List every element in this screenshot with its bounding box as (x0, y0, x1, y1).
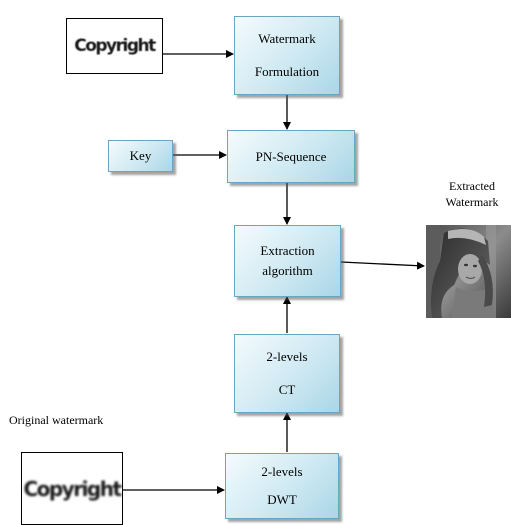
pn-sequence-box: PN-Sequence (227, 130, 355, 183)
copyright-image-bottom: Copyright (21, 452, 123, 525)
key-label: Key (129, 148, 152, 164)
ct-line2: CT (278, 381, 296, 397)
extraction-line2: algorithm (262, 263, 313, 278)
copyright-text-bottom: Copyright (23, 476, 122, 501)
pn-sequence-label: PN-Sequence (255, 148, 327, 164)
extracted-watermark-image (426, 225, 511, 318)
extracted-caption-line1: Extracted (449, 179, 495, 193)
dwt-line1: 2-levels (261, 464, 303, 480)
extracted-caption-line2: Watermark (445, 195, 499, 210)
original-watermark-caption: Original watermark (9, 413, 104, 427)
copyright-text-top: Copyright (74, 36, 156, 56)
dwt-box: 2-levels DWT (225, 453, 339, 519)
copyright-image-top: Copyright (66, 18, 163, 74)
ct-line1: 2-levels (266, 349, 308, 365)
extracted-watermark-caption: Extracted Watermark (432, 178, 511, 210)
key-box: Key (108, 140, 173, 172)
extraction-algorithm-box: Extraction algorithm (234, 225, 341, 297)
watermark-formulation-line1: Watermark (258, 31, 316, 47)
watermark-formulation-box: Watermark Formulation (234, 16, 340, 95)
watermark-formulation-line2: Formulation (254, 63, 320, 79)
arrow-extraction-to-image (340, 261, 425, 270)
dwt-line2: DWT (267, 492, 297, 508)
ct-box: 2-levels CT (234, 334, 340, 413)
extraction-line1: Extraction (260, 243, 315, 259)
